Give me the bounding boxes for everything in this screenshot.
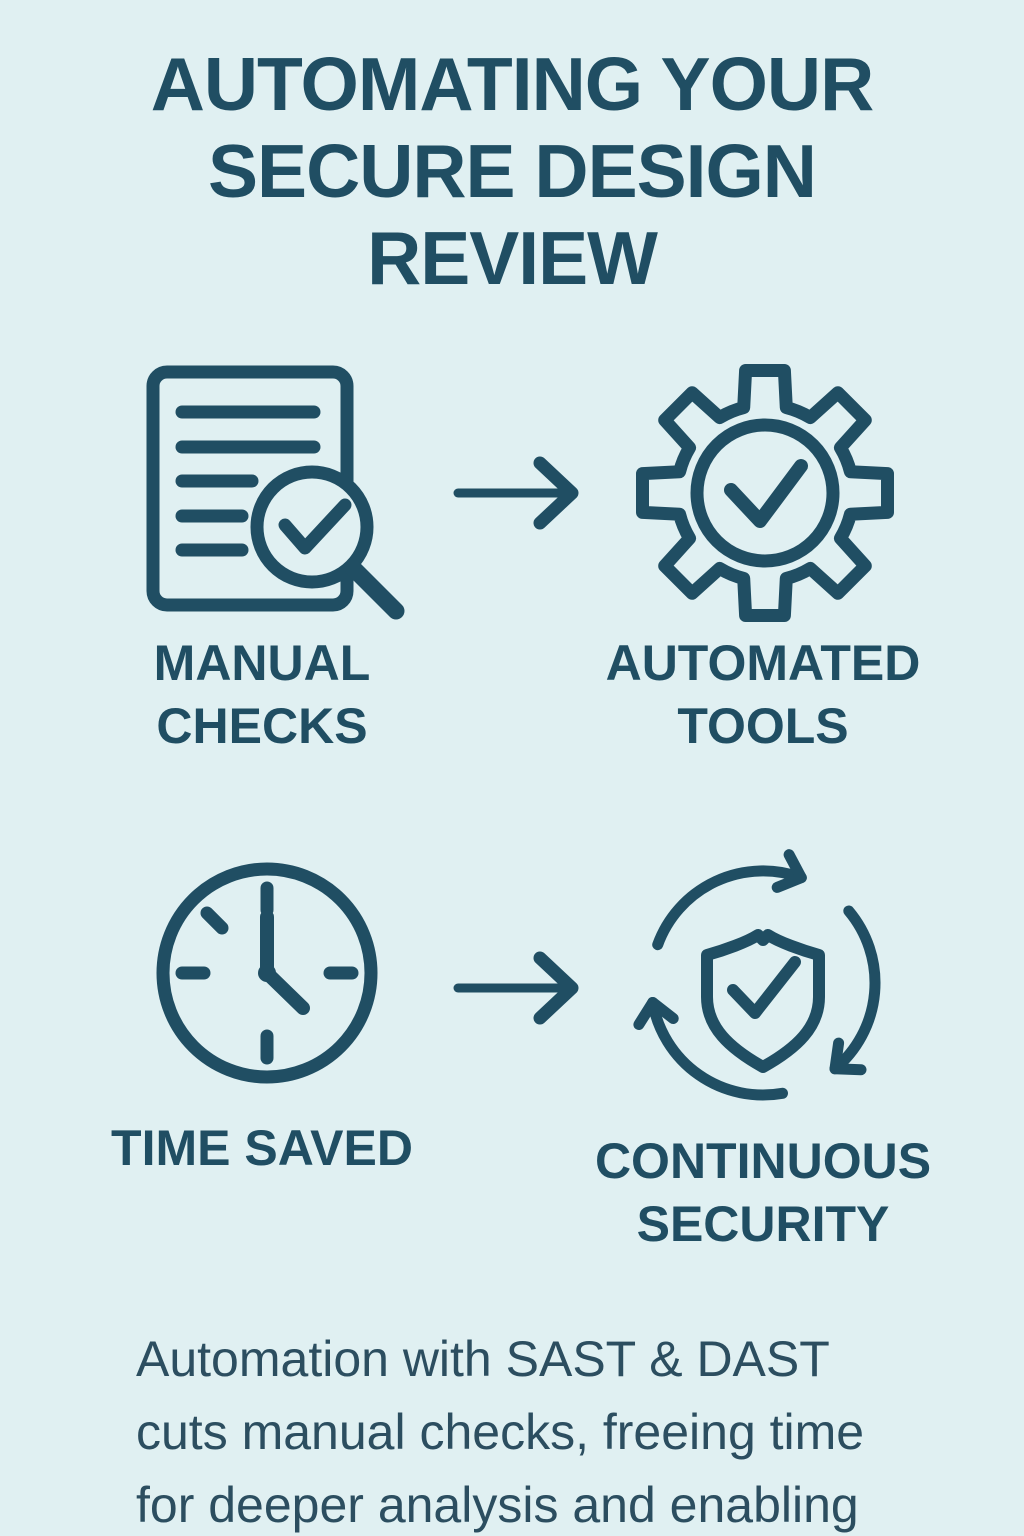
document-magnifier-check-icon bbox=[146, 365, 405, 620]
clock-icon bbox=[156, 862, 378, 1084]
footer-description: Automation with SAST & DAST cuts manual … bbox=[136, 1331, 865, 1533]
label-continuous-security: CONTINUOUS SECURITY bbox=[594, 1133, 932, 1252]
right-arrow-icon bbox=[453, 456, 579, 530]
page-title: AUTOMATING YOUR SECURE DESIGN REVIEW bbox=[150, 42, 875, 300]
label-manual-checks: MANUAL CHECKS bbox=[153, 635, 371, 754]
gear-check-icon bbox=[636, 364, 894, 622]
right-arrow-icon bbox=[453, 951, 579, 1025]
shield-check-cycle-icon bbox=[633, 849, 881, 1101]
label-time-saved: TIME SAVED bbox=[111, 1120, 413, 1176]
label-automated-tools: AUTOMATED TOOLS bbox=[605, 635, 921, 754]
